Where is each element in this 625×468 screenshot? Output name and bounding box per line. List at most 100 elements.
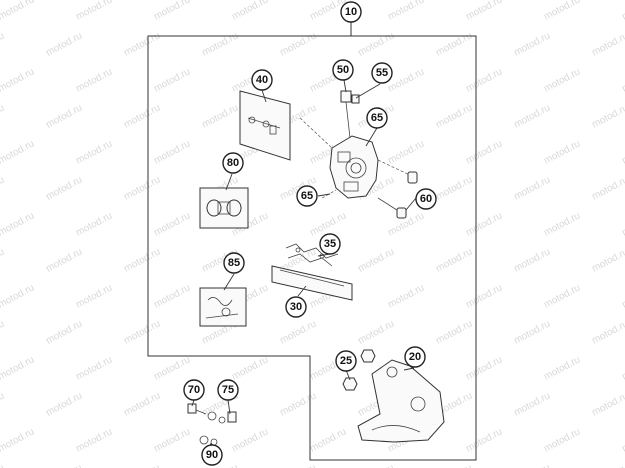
watermark-text: motod.ru xyxy=(590,390,625,418)
watermark-text: motod.ru xyxy=(0,354,36,382)
watermark-text: motod.ru xyxy=(356,462,396,468)
watermark-text: motod.ru xyxy=(122,462,162,468)
part-70-screw xyxy=(187,403,207,415)
watermark-text: motod.ru xyxy=(230,354,270,382)
watermark-text: motod.ru xyxy=(512,30,552,58)
watermark-text: motod.ru xyxy=(542,0,582,23)
callout-80: 80 xyxy=(222,152,244,174)
watermark-text: motod.ru xyxy=(464,66,504,94)
watermark-text: motod.ru xyxy=(0,462,6,468)
watermark-text: motod.ru xyxy=(590,246,625,274)
watermark-text: motod.ru xyxy=(620,138,625,166)
assembly-outline xyxy=(147,35,477,461)
watermark-text: motod.ru xyxy=(152,354,192,382)
watermark-text: motod.ru xyxy=(0,30,6,58)
watermark-text: motod.ru xyxy=(434,462,474,468)
watermark-text: motod.ru xyxy=(152,282,192,310)
watermark-text: motod.ru xyxy=(386,138,426,166)
watermark-text: motod.ru xyxy=(152,0,192,23)
watermark-text: motod.ru xyxy=(434,174,474,202)
watermark-text: motod.ru xyxy=(122,390,162,418)
watermark-text: motod.ru xyxy=(74,426,114,454)
watermark-text: motod.ru xyxy=(590,102,625,130)
watermark-text: motod.ru xyxy=(434,30,474,58)
watermark-text: motod.ru xyxy=(278,462,318,468)
watermark-text: motod.ru xyxy=(620,0,625,23)
watermark-text: motod.ru xyxy=(620,426,625,454)
watermark-text: motod.ru xyxy=(230,0,270,23)
svg-text:90: 90 xyxy=(206,449,218,461)
watermark-text: motod.ru xyxy=(74,66,114,94)
svg-text:20: 20 xyxy=(409,351,421,363)
callout-85: 85 xyxy=(223,252,245,274)
watermark-text: motod.ru xyxy=(590,174,625,202)
watermark-text: motod.ru xyxy=(152,210,192,238)
watermark-text: motod.ru xyxy=(200,30,240,58)
watermark-text: motod.ru xyxy=(74,138,114,166)
watermark-text: motod.ru xyxy=(356,30,396,58)
watermark-text: motod.ru xyxy=(434,318,474,346)
watermark-text: motod.ru xyxy=(620,210,625,238)
callout-30: 30 xyxy=(285,296,307,318)
watermark-text: motod.ru xyxy=(590,318,625,346)
watermark-text: motod.ru xyxy=(542,354,582,382)
watermark-text: motod.ru xyxy=(278,318,318,346)
watermark-text: motod.ru xyxy=(590,462,625,468)
callout-70: 70 xyxy=(183,379,205,401)
svg-text:50: 50 xyxy=(337,64,349,76)
watermark-text: motod.ru xyxy=(278,30,318,58)
watermark-text: motod.ru xyxy=(0,0,36,23)
part-90-washer xyxy=(199,435,218,446)
part-20-caliper-bracket xyxy=(357,359,445,443)
watermark-text: motod.ru xyxy=(464,282,504,310)
watermark-text: motod.ru xyxy=(0,390,6,418)
watermark-text: motod.ru xyxy=(122,102,162,130)
part-80-pistons xyxy=(199,187,249,229)
svg-text:40: 40 xyxy=(256,74,268,86)
svg-text:55: 55 xyxy=(376,67,388,79)
watermark-text: motod.ru xyxy=(542,66,582,94)
watermark-text: motod.ru xyxy=(542,426,582,454)
watermark-text: motod.ru xyxy=(512,102,552,130)
watermark-text: motod.ru xyxy=(200,102,240,130)
watermark-text: motod.ru xyxy=(464,210,504,238)
watermark-text: motod.ru xyxy=(0,246,6,274)
callout-40: 40 xyxy=(251,69,273,91)
watermark-text: motod.ru xyxy=(512,246,552,274)
svg-text:10: 10 xyxy=(345,6,357,18)
callout-65-upper: 65 xyxy=(366,107,388,129)
watermark-text: motod.ru xyxy=(74,0,114,23)
svg-text:25: 25 xyxy=(340,355,352,367)
watermark-text: motod.ru xyxy=(542,210,582,238)
part-85-small-parts xyxy=(199,287,247,327)
watermark-text: motod.ru xyxy=(620,282,625,310)
watermark-text: motod.ru xyxy=(434,246,474,274)
part-30-brake-pads xyxy=(271,265,353,301)
svg-text:35: 35 xyxy=(324,238,336,250)
watermark-text: motod.ru xyxy=(464,138,504,166)
watermark-text: motod.ru xyxy=(512,462,552,468)
watermark-text: motod.ru xyxy=(0,102,6,130)
watermark-text: motod.ru xyxy=(386,0,426,23)
watermark-text: motod.ru xyxy=(386,282,426,310)
watermark-text: motod.ru xyxy=(464,354,504,382)
watermark-text: motod.ru xyxy=(0,318,6,346)
watermark-text: motod.ru xyxy=(44,30,84,58)
part-60-pin xyxy=(321,171,418,219)
svg-text:85: 85 xyxy=(228,257,240,269)
part-75-clip xyxy=(207,411,237,424)
callout-90: 90 xyxy=(201,444,223,466)
callout-35: 35 xyxy=(319,233,341,255)
watermark-text: motod.ru xyxy=(74,354,114,382)
part-25-nut xyxy=(342,349,376,391)
watermark-text: motod.ru xyxy=(512,174,552,202)
watermark-text: motod.ru xyxy=(152,138,192,166)
watermark-text: motod.ru xyxy=(230,426,270,454)
watermark-text: motod.ru xyxy=(464,0,504,23)
watermark-text: motod.ru xyxy=(74,282,114,310)
watermark-text: motod.ru xyxy=(0,174,6,202)
part-40-seal-kit xyxy=(239,90,291,161)
